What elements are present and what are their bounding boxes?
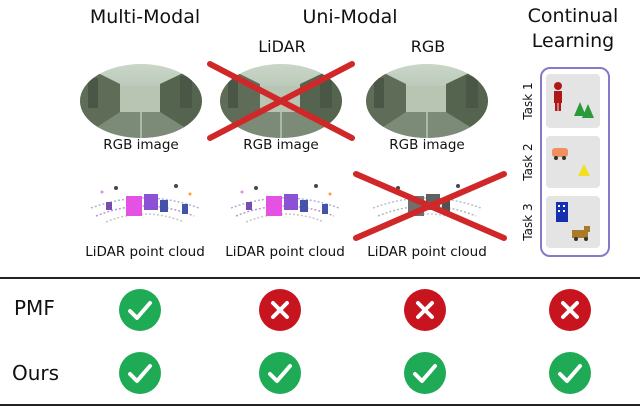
- person-and-tree-icon: [546, 74, 600, 128]
- caption-lidar-point-cloud: LiDAR point cloud: [360, 244, 494, 260]
- building-and-truck-icon: [546, 196, 600, 248]
- car-and-sign-icon: [546, 136, 600, 188]
- task-3-box: [546, 196, 600, 248]
- caption-rgb-image: RGB image: [220, 137, 342, 153]
- cross-icon: [548, 288, 592, 332]
- lidar-point-cloud-thumbnail: [368, 178, 486, 226]
- task-2-label: Task 2: [521, 138, 535, 186]
- caption-lidar-point-cloud: LiDAR point cloud: [78, 244, 212, 260]
- header-continual-learning: Continual Learning: [520, 4, 626, 54]
- task-2-box: [546, 136, 600, 188]
- subheader-rgb: RGB: [378, 37, 478, 56]
- rgb-image-thumbnail: [366, 64, 488, 138]
- row-label-ours: Ours: [12, 361, 59, 385]
- lidar-point-cloud-thumbnail: [86, 178, 204, 226]
- cross-icon: [258, 288, 302, 332]
- cross-icon: [403, 288, 447, 332]
- task-1-label: Task 1: [521, 77, 535, 125]
- lidar-point-cloud-thumbnail: [226, 178, 344, 226]
- caption-rgb-image: RGB image: [366, 137, 488, 153]
- header-multi-modal: Multi-Modal: [60, 6, 230, 28]
- check-icon: [403, 351, 447, 395]
- check-icon: [118, 288, 162, 332]
- table-top-rule: [0, 277, 640, 279]
- check-icon: [118, 351, 162, 395]
- check-icon: [548, 351, 592, 395]
- header-uni-modal: Uni-Modal: [250, 6, 450, 28]
- rgb-image-thumbnail: [220, 64, 342, 138]
- caption-lidar-point-cloud: LiDAR point cloud: [218, 244, 352, 260]
- task-3-label: Task 3: [521, 198, 535, 246]
- row-label-pmf: PMF: [14, 296, 55, 320]
- table-bottom-rule: [0, 404, 640, 406]
- subheader-lidar: LiDAR: [232, 37, 332, 56]
- check-icon: [258, 351, 302, 395]
- caption-rgb-image: RGB image: [80, 137, 202, 153]
- rgb-image-thumbnail: [80, 64, 202, 138]
- task-1-box: [546, 74, 600, 128]
